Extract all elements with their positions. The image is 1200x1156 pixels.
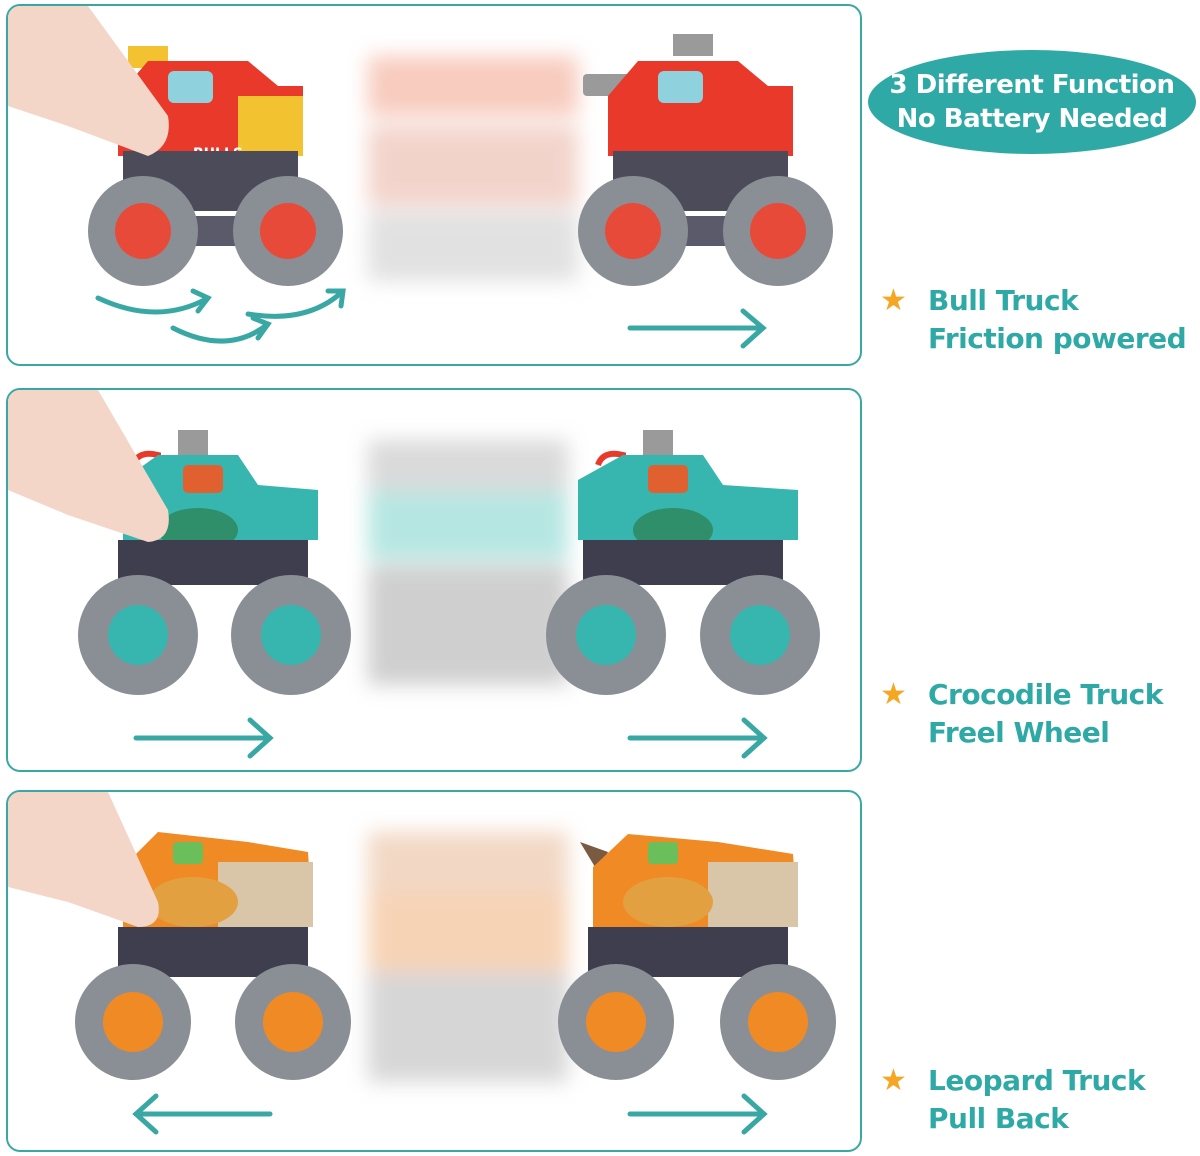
crocodile-truck-2	[546, 430, 820, 695]
motion-blur	[368, 832, 568, 1082]
motion-blur	[368, 56, 578, 281]
feature-subtitle: Pull Back	[928, 1102, 1069, 1135]
motion-arrows	[95, 288, 767, 349]
leopard-truck-panel	[6, 790, 862, 1152]
feature-title: Bull Truck	[928, 284, 1079, 317]
leopard-truck-illustration	[8, 792, 836, 1135]
feature-subtitle: Freel Wheel	[928, 716, 1110, 749]
crocodile-truck-illustration	[8, 390, 820, 759]
badge-line-2: No Battery Needed	[896, 104, 1168, 134]
feature-badge: 3 Different Function No Battery Needed	[868, 50, 1196, 154]
bull-truck-panel: BULLS	[6, 4, 862, 366]
badge-line-1: 3 Different Function	[889, 70, 1175, 100]
motion-blur	[368, 440, 568, 685]
bull-truck-2	[578, 34, 833, 286]
feature-title: Crocodile Truck	[928, 678, 1163, 711]
feature-bull-truck: ★ Bull Truck Friction powered	[880, 282, 1195, 358]
feature-title: Leopard Truck	[928, 1064, 1146, 1097]
feature-leopard-truck: ★ Leopard Truck Pull Back	[880, 1062, 1195, 1138]
bull-truck-illustration: BULLS	[8, 6, 833, 349]
star-icon: ★	[880, 1063, 907, 1098]
feature-crocodile-truck: ★ Crocodile Truck Freel Wheel	[880, 676, 1195, 752]
feature-subtitle: Friction powered	[928, 322, 1187, 355]
motion-arrows	[133, 717, 768, 759]
crocodile-truck-1	[78, 430, 351, 695]
hand-illustration	[8, 390, 169, 542]
leopard-truck-1	[75, 832, 351, 1080]
star-icon: ★	[880, 283, 907, 318]
motion-arrows	[132, 1093, 768, 1135]
leopard-truck-2	[558, 834, 836, 1080]
star-icon: ★	[880, 677, 907, 712]
hand-illustration	[8, 6, 169, 156]
crocodile-truck-panel	[6, 388, 862, 772]
hand-illustration	[8, 792, 159, 927]
